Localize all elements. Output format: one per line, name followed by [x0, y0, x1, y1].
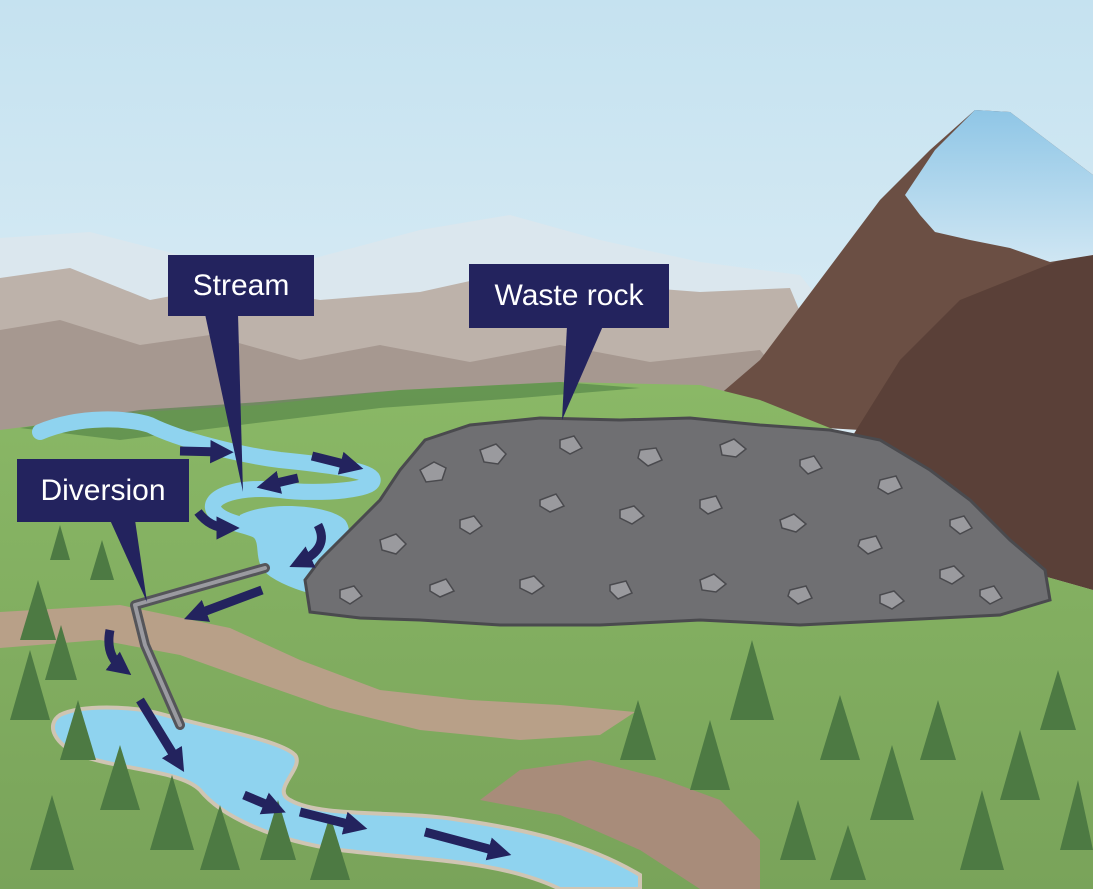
waste-rock-texture: [339, 435, 1004, 610]
stream-label: Stream: [168, 255, 314, 316]
eroded-bank: [0, 605, 635, 740]
flow-arrow: [194, 509, 240, 540]
diversion-label: Diversion: [17, 459, 189, 522]
mountain-snowcap: [905, 110, 1093, 262]
flow-arrows: [104, 440, 512, 861]
flow-arrow: [423, 827, 512, 861]
mountain-shadow: [850, 255, 1093, 590]
flow-arrow: [310, 451, 364, 475]
waste-rock-callout-pointer: [562, 326, 603, 420]
flow-arrow: [289, 522, 326, 568]
eroded-bank-lower: [480, 760, 760, 889]
diversion-callout-pointer: [110, 520, 147, 602]
conifer-trees: [10, 525, 1093, 880]
waste-rock-pile: [303, 416, 1052, 627]
flow-arrow: [256, 470, 300, 494]
flow-arrow: [298, 807, 368, 835]
flow-arrow: [179, 440, 234, 464]
diversion-pipe-highlight: [133, 566, 267, 727]
flow-arrow: [184, 585, 264, 622]
flow-arrow: [242, 790, 286, 815]
waste-rock-label: Waste rock: [469, 264, 669, 328]
flow-arrow: [136, 697, 185, 772]
far-tree-line: [20, 382, 640, 440]
flow-arrow: [104, 629, 132, 676]
stream-callout-pointer: [205, 314, 243, 492]
